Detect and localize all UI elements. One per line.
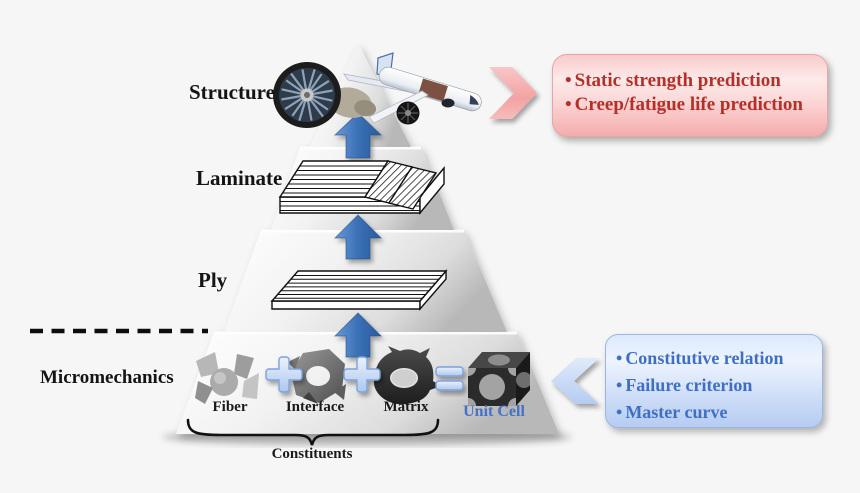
- chevron-left-icon: [551, 358, 599, 404]
- callout-item-text: Failure criterion: [625, 375, 753, 395]
- callout-item: •Static strength prediction: [565, 69, 821, 93]
- up-arrow-icon: [333, 214, 383, 260]
- aircraft-image: [343, 52, 482, 125]
- plus-icon: [265, 356, 303, 393]
- interface-label: Interface: [285, 399, 345, 415]
- fiber-label: Fiber: [212, 399, 248, 415]
- level-label-ply: Ply: [198, 268, 228, 292]
- callout-item-text: Creep/fatigue life prediction: [574, 94, 803, 115]
- bullet: •: [565, 70, 572, 91]
- laminate-image: [278, 160, 445, 215]
- constituents-brace: [186, 418, 440, 446]
- matrix-label: Matrix: [383, 399, 429, 415]
- up-arrows: [333, 112, 383, 358]
- callout-item: •Master curve: [616, 399, 816, 426]
- ply-image: [270, 269, 448, 311]
- bullet: •: [616, 348, 623, 368]
- plus-icon: [343, 356, 381, 393]
- unit-cell-image: [468, 352, 530, 406]
- fiber-image: [195, 352, 259, 404]
- bullet: •: [565, 94, 572, 115]
- bullet: •: [616, 402, 623, 422]
- equals-icon: [435, 366, 464, 391]
- callout-item: •Creep/fatigue life prediction: [565, 93, 821, 117]
- turbofan-engine-image: [273, 61, 377, 129]
- bullet: •: [616, 375, 623, 395]
- level-label-micromechanics: Micromechanics: [40, 367, 174, 388]
- callout-item: •Failure criterion: [616, 372, 816, 399]
- matrix-image: [373, 346, 441, 405]
- callout-item: •Constitutive relation: [616, 345, 816, 372]
- level-label-laminate: Laminate: [196, 166, 283, 190]
- callout-item-text: Static strength prediction: [574, 70, 781, 91]
- interface-image: [288, 349, 346, 404]
- callout-item-text: Master curve: [625, 402, 728, 422]
- micromechanics-callout-box: •Constitutive relation •Failure criterio…: [605, 334, 823, 428]
- callout-item-text: Constitutive relation: [625, 348, 784, 368]
- level-label-structure: Structure: [189, 80, 275, 104]
- constituents-label: Constituents: [271, 446, 353, 462]
- up-arrow-icon: [333, 112, 383, 159]
- chevron-right-icon: [489, 67, 537, 119]
- operators: [265, 356, 464, 393]
- unit-cell-label: Unit Cell: [463, 403, 525, 420]
- structure-callout-box: •Static strength prediction •Creep/fatig…: [552, 54, 828, 137]
